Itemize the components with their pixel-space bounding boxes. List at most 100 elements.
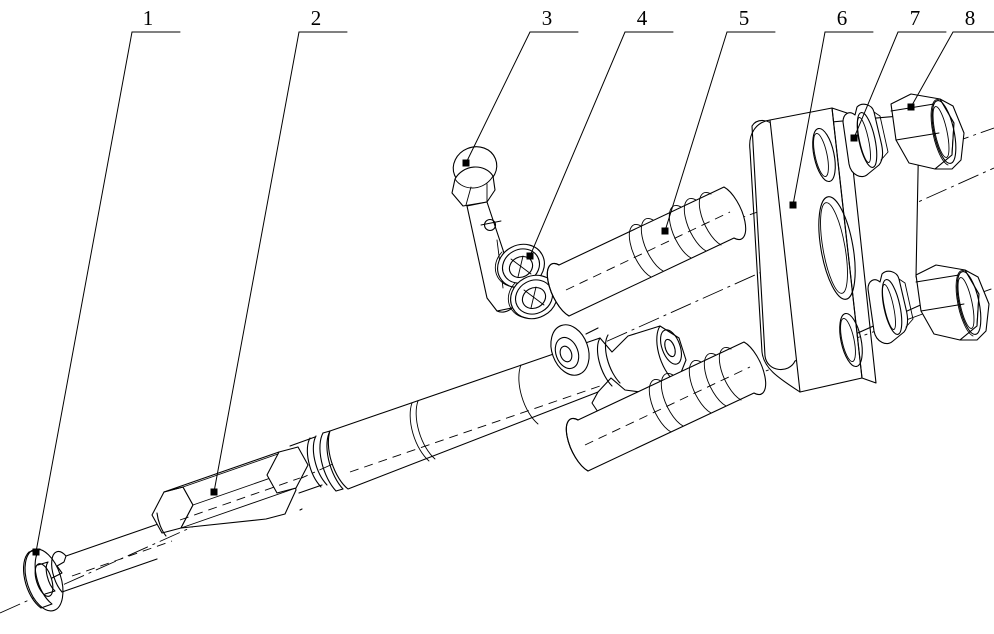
inlet-boss-bore — [559, 345, 573, 363]
copper-washer-upper-back-edge — [494, 251, 515, 288]
callout-number-5[interactable]: 5 — [738, 6, 750, 30]
part-clamping-stud-upper — [546, 186, 747, 317]
nozzle-nut-front-collar — [156, 512, 167, 537]
stud-upper-front-cap — [546, 262, 570, 317]
part-hex-nut-upper — [890, 93, 965, 170]
flat-washer-lower-bore-inner — [882, 284, 896, 330]
callout-leader-group — [32, 31, 994, 556]
hex-nut-lower-bore-outer — [956, 271, 982, 335]
shoulder-bottom-link — [335, 488, 344, 492]
sealing-washer-outer-front — [24, 548, 64, 612]
flange-hole-centre-outer — [818, 196, 856, 300]
leader-line-1 — [35, 31, 181, 553]
part-injector-nozzle-tip — [51, 522, 173, 593]
nozzle-nut-bore-hidden — [179, 477, 301, 521]
callout-number-7[interactable]: 7 — [909, 6, 921, 30]
callout-number-2[interactable]: 2 — [310, 6, 322, 30]
callout-number-3[interactable]: 3 — [541, 6, 553, 30]
stud-upper-thread-5 — [698, 192, 722, 246]
body-rear-step-2 — [604, 334, 621, 384]
nozzle-shank-upper — [65, 522, 162, 557]
banjo-head-flat-edge-1 — [465, 186, 472, 206]
leader-dot-6 — [789, 201, 797, 209]
leader-line-7 — [853, 31, 947, 139]
barrel-seam-1b — [415, 400, 436, 460]
hex-nut-lower-chamfer — [955, 270, 974, 337]
leader-line-6 — [792, 31, 874, 206]
hex-nut-upper-facet-1 — [895, 132, 940, 141]
part-injector-body-rear — [591, 325, 683, 413]
inlet-boss-mid — [554, 336, 580, 370]
body-mid-upper-edge — [289, 436, 316, 447]
callout-number-6[interactable]: 6 — [836, 6, 848, 30]
copper-washer-upper-bore — [508, 255, 534, 279]
flange-hole-top-outer — [812, 127, 836, 183]
part-banjo-bolt — [451, 146, 518, 313]
flange-hole-centre-inner — [820, 202, 848, 294]
part-injector-body-mid — [289, 436, 323, 494]
groove-ring-2 — [312, 435, 328, 486]
body-rear-step-1 — [596, 337, 613, 387]
stud-upper-thread-3 — [668, 205, 692, 259]
leader-line-8 — [910, 31, 994, 108]
leader-dot-3 — [462, 159, 470, 167]
leader-dot-7 — [850, 134, 858, 142]
part-clamping-stud-lower — [565, 341, 767, 472]
flange-hole-top-inner — [813, 132, 829, 178]
hex-nut-lower-side — [959, 269, 990, 341]
barrel-seam-1 — [409, 402, 430, 462]
part-body-inlet-boss — [550, 324, 599, 376]
hex-nut-upper-chamfer — [930, 99, 949, 166]
callout-number-1[interactable]: 1 — [142, 6, 154, 30]
part-sealing-washer — [23, 548, 64, 612]
flat-washer-upper-thickness — [873, 111, 889, 161]
hex-nut-lower-facet-1 — [920, 303, 965, 312]
shoulder-ring-inner — [326, 430, 344, 490]
banjo-bolt-head-body — [451, 166, 496, 207]
part-flat-washer-lower — [867, 270, 914, 345]
part-mounting-flange-plate — [749, 107, 929, 393]
sealing-washer-bore-back — [37, 561, 56, 595]
stud-upper-thread-4 — [683, 198, 707, 252]
body-rear-bore-outer — [659, 329, 683, 365]
stud-upper-axis-hidden — [565, 211, 731, 291]
stud-lower-thread-4 — [703, 353, 727, 407]
hex-nut-lower-facet-2 — [915, 274, 960, 283]
sealing-washer-outer-back — [23, 548, 53, 609]
inlet-boss-fillet — [585, 327, 599, 335]
groove-ring-3 — [299, 508, 303, 511]
part-flat-washer-upper — [842, 103, 889, 178]
nozzle-bore-hidden — [71, 540, 173, 577]
nozzle-nut-edge-c — [180, 487, 297, 529]
leader-dot-2 — [210, 488, 218, 496]
nozzle-tip-cone — [51, 555, 67, 579]
flat-washer-lower-body — [867, 270, 909, 345]
nozzle-shank-front-cap — [51, 550, 67, 593]
body-rear-cap-outer — [656, 325, 675, 382]
stud-lower-thread-3 — [688, 360, 712, 414]
flange-plate-side-face — [831, 107, 877, 384]
shoulder-ring-outer — [319, 432, 337, 492]
leader-line-5 — [664, 31, 776, 232]
callout-number-8[interactable]: 8 — [964, 6, 976, 30]
hex-nut-upper-side — [934, 98, 965, 170]
flat-washer-upper-bore-inner — [857, 117, 871, 163]
hex-nut-upper-bore-inner — [932, 106, 950, 158]
stud-lower-thread-1 — [648, 379, 672, 433]
flat-washer-upper-bore-outer — [856, 112, 878, 168]
stud-lower-thread-2 — [660, 373, 684, 427]
flange-hole-bottom-outer — [839, 312, 863, 368]
flange-hole-bottom-inner — [840, 317, 856, 363]
copper-washer-lower-back-edge — [507, 282, 528, 319]
part-nozzle-retaining-nut — [151, 446, 309, 537]
barrel-seam-2 — [518, 364, 539, 425]
leader-line-2 — [213, 31, 348, 493]
copper-washer-upper-spoke-1 — [510, 258, 532, 275]
nozzle-shank-lower — [61, 558, 158, 593]
banjo-bolt-cross-hole — [483, 218, 497, 232]
leader-dot-5 — [661, 227, 669, 235]
leader-dot-1 — [32, 548, 40, 556]
callout-number-4[interactable]: 4 — [636, 6, 648, 30]
